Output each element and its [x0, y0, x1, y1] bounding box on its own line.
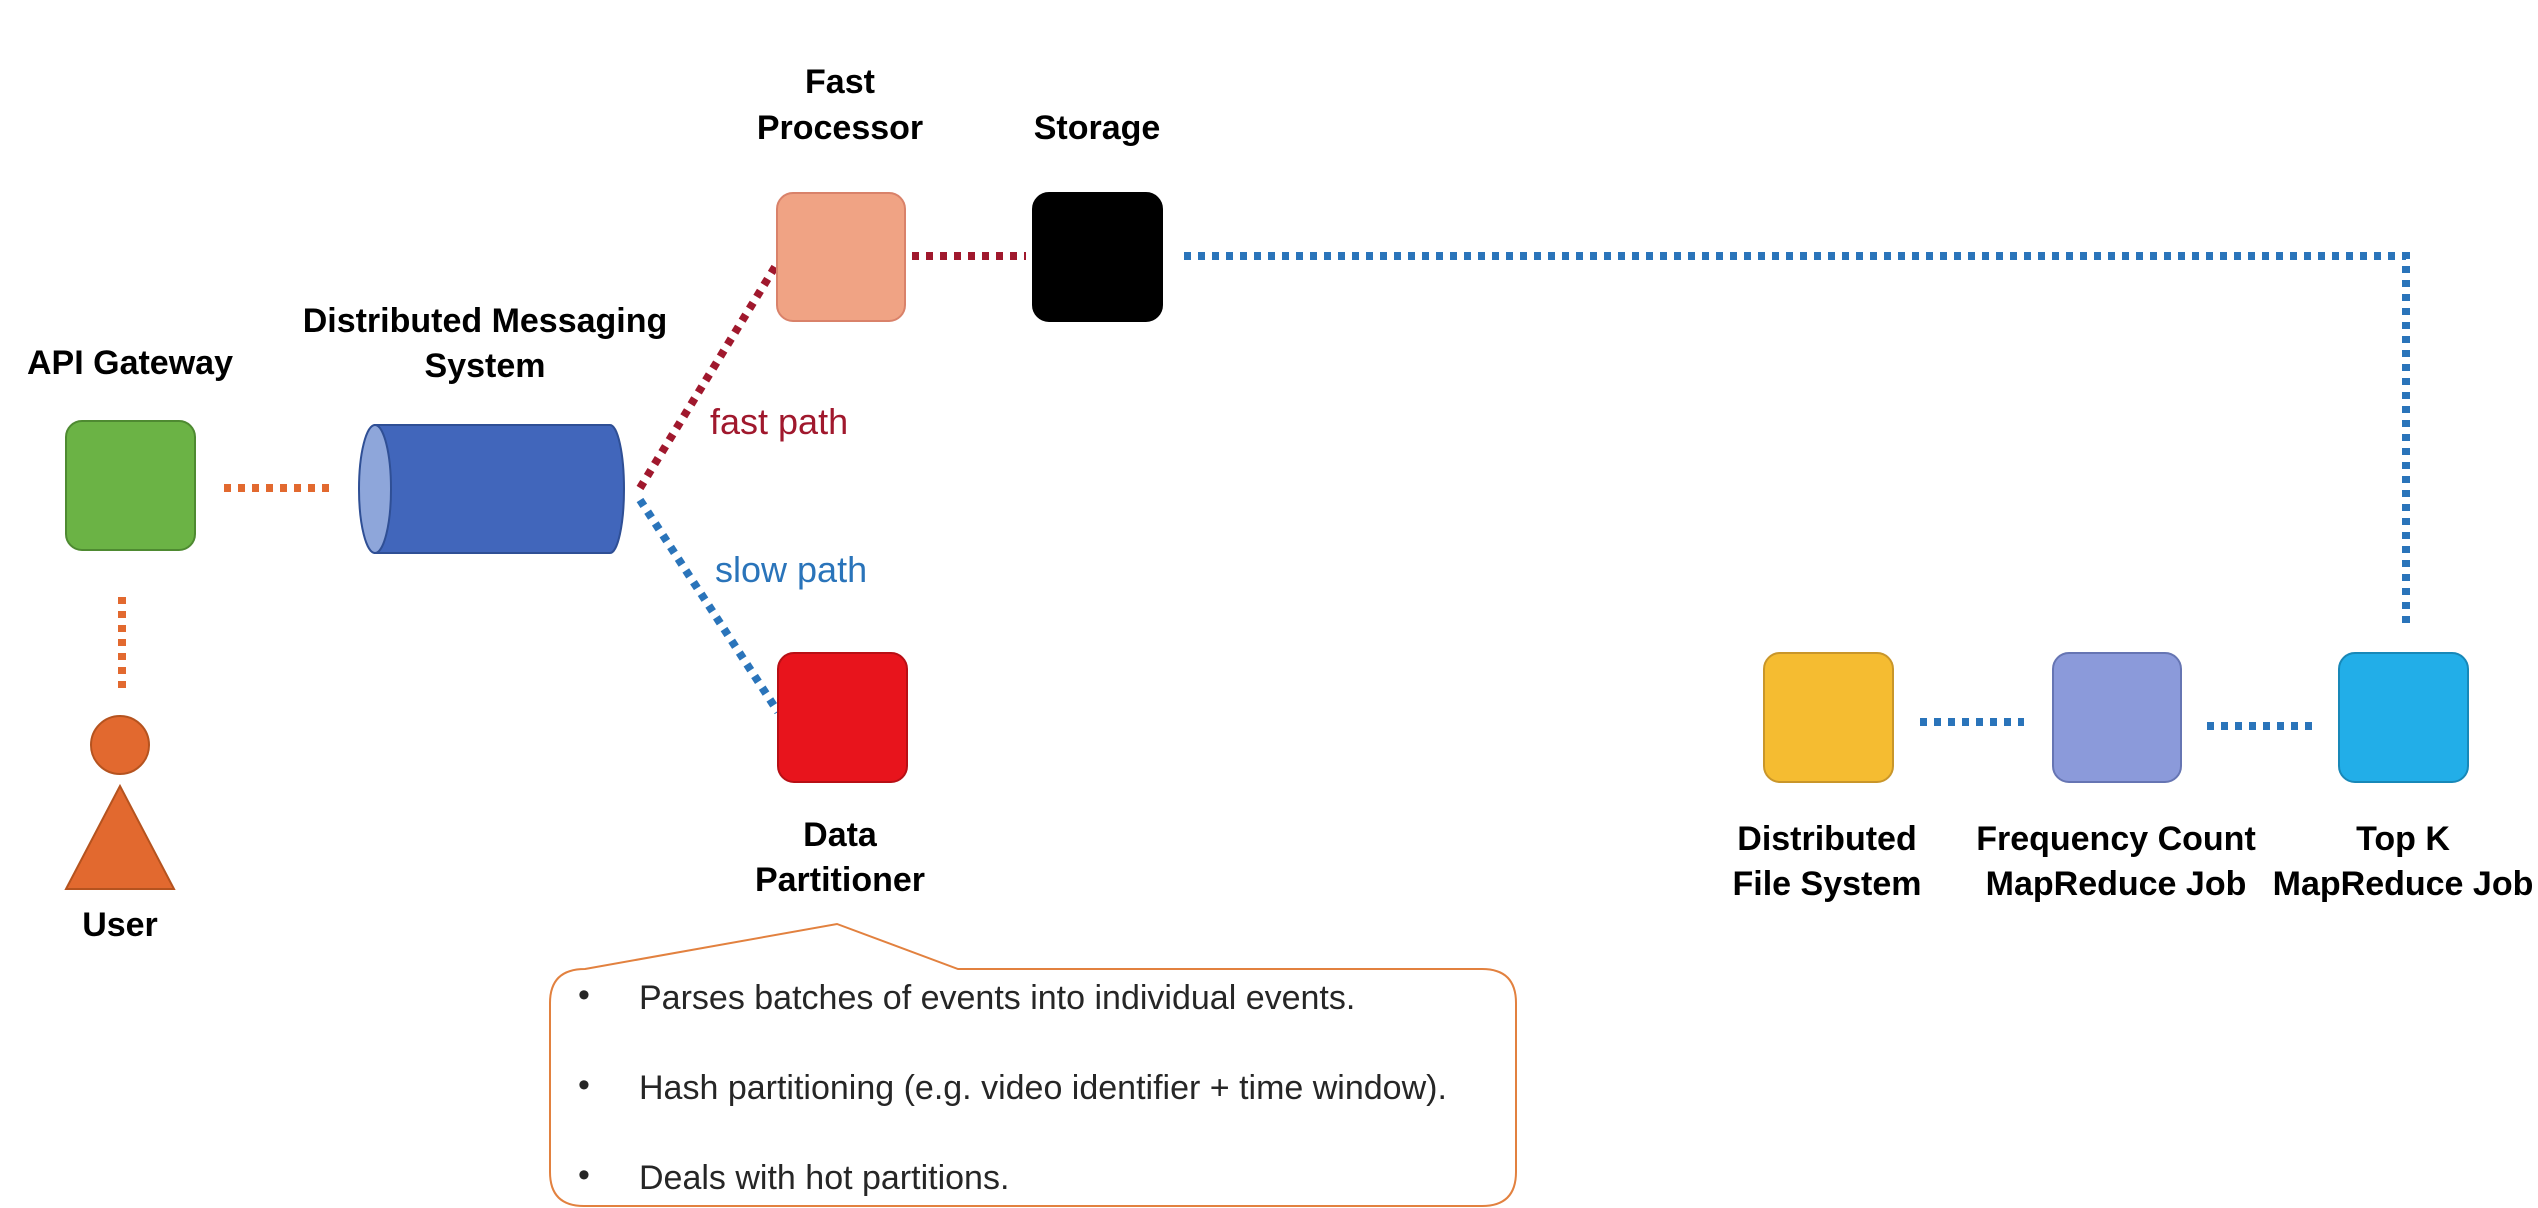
messaging-system-label-line2: System: [425, 347, 546, 385]
slow-path-label: slow path: [715, 549, 867, 590]
api-gateway-icon: [65, 420, 196, 551]
slow-path-connector: [636, 497, 782, 715]
fast-processor-node: Fast Processor: [757, 63, 923, 322]
fast-processor-icon: [776, 192, 906, 322]
storage-topk-connector: [1184, 252, 2410, 630]
messaging-system-label-line1: Distributed Messaging: [303, 302, 668, 340]
callout-border: [549, 922, 1517, 1207]
person-icon: [64, 715, 176, 890]
frequency-count-icon: [2052, 652, 2182, 783]
storage-node: Storage: [1032, 109, 1163, 322]
api-gateway-node: API Gateway: [27, 344, 233, 551]
data-partitioner-icon: [777, 652, 908, 783]
distributed-fs-node: Distributed File System: [1733, 652, 1922, 903]
top-k-node: Top K MapReduce Job: [2273, 652, 2534, 903]
top-k-icon: [2338, 652, 2469, 783]
callout-bullet-2: •: [578, 1066, 590, 1104]
data-partitioner-callout: • Parses batches of events into individu…: [549, 922, 1517, 1207]
callout-bullet-1: •: [578, 976, 590, 1014]
data-partitioner-label-line2: Partitioner: [755, 861, 925, 899]
frequency-count-label-line1: Frequency Count: [1976, 820, 2256, 858]
frequency-count-node: Frequency Count MapReduce Job: [1976, 652, 2256, 903]
callout-item-2: Hash partitioning (e.g. video identifier…: [639, 1069, 1447, 1107]
fast-processor-label-line2: Processor: [757, 109, 923, 147]
data-partitioner-node: Data Partitioner: [755, 652, 925, 899]
distributed-fs-icon: [1763, 652, 1894, 783]
callout-item-3: Deals with hot partitions.: [639, 1159, 1009, 1197]
user-node: User: [64, 715, 176, 944]
api-gateway-label: API Gateway: [27, 344, 233, 382]
callout-bullet-3: •: [578, 1156, 590, 1194]
frequency-count-label-line2: MapReduce Job: [1986, 865, 2247, 903]
storage-label: Storage: [1034, 109, 1161, 147]
callout-item-1: Parses batches of events into individual…: [639, 979, 1355, 1017]
user-label: User: [82, 906, 158, 944]
data-partitioner-label-line1: Data: [803, 816, 878, 854]
top-k-label-line1: Top K: [2356, 820, 2450, 858]
top-k-label-line2: MapReduce Job: [2273, 865, 2534, 903]
distributed-fs-label-line1: Distributed: [1737, 820, 1916, 858]
fast-path-label: fast path: [710, 401, 848, 442]
cylinder-icon: [358, 424, 625, 554]
distributed-fs-label-line2: File System: [1733, 865, 1922, 903]
fast-processor-label-line1: Fast: [805, 63, 875, 101]
storage-icon: [1032, 192, 1163, 322]
messaging-system-node: Distributed Messaging System: [303, 302, 668, 554]
fast-path-connector: [636, 259, 782, 491]
